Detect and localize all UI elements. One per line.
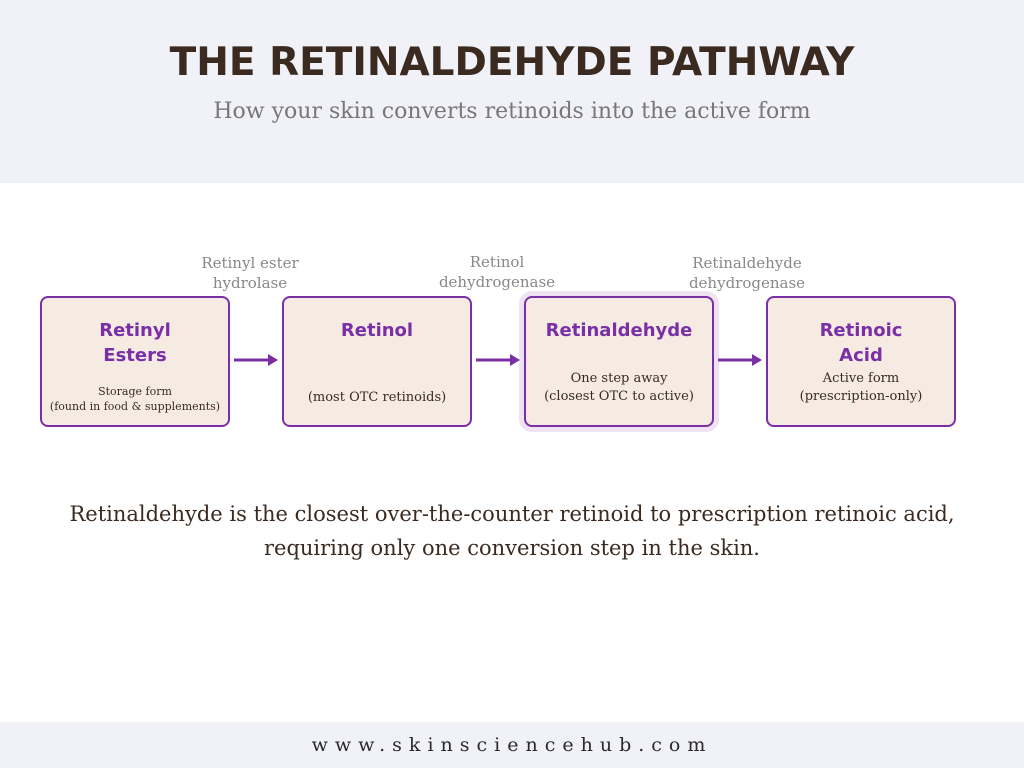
- pathway-node-retinyl-esters: Retinyl Esters Storage form (found in fo…: [40, 296, 230, 427]
- page-subtitle: How your skin converts retinoids into th…: [213, 99, 811, 124]
- node-description: Storage form (found in food & supplement…: [49, 385, 221, 413]
- enzyme-label-hydrolase: Retinyl ester hydrolase: [201, 254, 299, 292]
- enzyme-label-retinol-dehydrogenase: Retinol dehydrogenase: [438, 253, 556, 291]
- node-description: One step away (closest OTC to active): [544, 371, 694, 404]
- node-name: Retinyl Esters: [99, 320, 171, 366]
- page-title: THE RETINALDEHYDE PATHWAY: [169, 40, 855, 85]
- node-name: Retinoic Acid: [819, 320, 903, 366]
- pathway-node-retinoic-acid: Retinoic Acid Active form (prescription-…: [766, 296, 956, 427]
- node-name: Retinaldehyde: [545, 320, 693, 341]
- node-description: Active form (prescription-only): [799, 371, 923, 404]
- node-name: Retinol: [340, 320, 414, 341]
- arrow-right-icon: [718, 354, 762, 366]
- node-description: (most OTC retinoids): [307, 390, 447, 405]
- header-band: [0, 0, 1024, 183]
- pathway-node-retinol: Retinol (most OTC retinoids): [282, 296, 472, 427]
- arrow-right-icon: [234, 354, 278, 366]
- footer-website-link[interactable]: www.skinsciencehub.com: [311, 734, 713, 756]
- enzyme-label-retinaldehyde-dehydrogenase: Retinaldehyde dehydrogenase: [688, 254, 806, 292]
- footer-band: [0, 722, 1024, 768]
- arrow-right-icon: [476, 354, 520, 366]
- pathway-node-retinaldehyde: Retinaldehyde One step away (closest OTC…: [524, 296, 714, 427]
- summary-text: Retinaldehyde is the closest over-the-co…: [69, 502, 955, 560]
